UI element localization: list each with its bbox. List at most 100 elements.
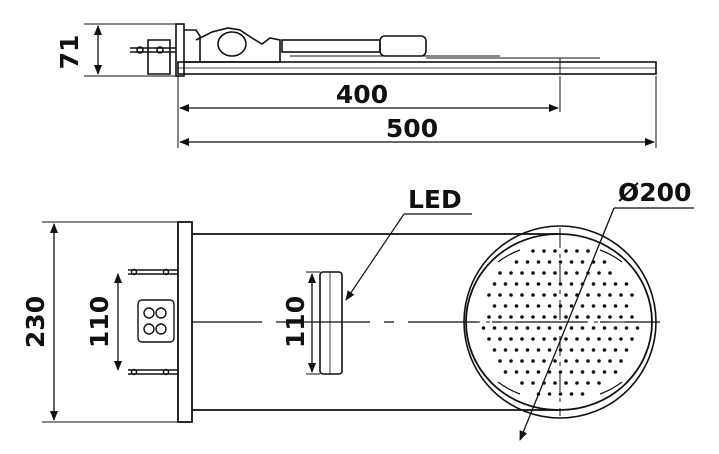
led-hole (498, 359, 502, 363)
led-hole (586, 293, 590, 297)
led-hole (569, 304, 574, 308)
led-hole (580, 304, 585, 308)
led-hole (569, 392, 574, 396)
led-hole (564, 293, 568, 297)
led-hole (553, 271, 557, 275)
led-hole (580, 392, 585, 396)
led-hole (520, 359, 524, 363)
led-hole (597, 359, 601, 363)
led-hole (613, 370, 618, 374)
top-view: 230 110 110 LED (21, 178, 694, 441)
lamp-head (460, 225, 660, 419)
led-hole (591, 282, 596, 286)
led-hole (591, 348, 596, 352)
led-hole (624, 326, 629, 330)
led-hole (525, 326, 530, 330)
led-hole (547, 282, 552, 286)
led-hole (608, 315, 612, 319)
led-hole (547, 392, 552, 396)
led-hole (575, 359, 579, 363)
led-hole (602, 370, 607, 374)
led-hole (525, 304, 530, 308)
led-hole (509, 359, 513, 363)
led-hole (564, 337, 568, 341)
led-hole (509, 315, 513, 319)
led-hole (531, 381, 535, 385)
led-hole (575, 337, 579, 341)
led-hole (630, 315, 634, 319)
side-view: 71 400 500 (55, 23, 657, 148)
led-hole (531, 249, 535, 253)
led-hole (597, 315, 601, 319)
led-hole (597, 293, 601, 297)
led-hole (553, 337, 557, 341)
led-hole (531, 359, 535, 363)
led-hole (613, 326, 618, 330)
led-hole (509, 293, 513, 297)
led-hole (586, 337, 590, 341)
led-hole (619, 359, 623, 363)
led-hole (542, 359, 546, 363)
led-hole (569, 348, 574, 352)
led-hole (630, 293, 634, 297)
led-hole (492, 282, 497, 286)
mounting-bracket (128, 268, 178, 376)
led-hole (564, 359, 568, 363)
dimension-label-71: 71 (55, 35, 84, 70)
led-hole (635, 326, 640, 330)
dimension-diameter-200: Ø200 (519, 178, 694, 441)
led-hole (536, 282, 541, 286)
led-hole (492, 326, 497, 330)
led-hole (619, 293, 623, 297)
led-hole (520, 315, 524, 319)
led-hole (586, 359, 590, 363)
led-hole (514, 304, 519, 308)
led-hole (487, 337, 491, 341)
led-hole (536, 348, 541, 352)
led-hole (613, 348, 618, 352)
led-hole (520, 381, 524, 385)
led-hole (547, 326, 552, 330)
led-hole (492, 304, 497, 308)
led-hole (520, 271, 524, 275)
dimension-width-230: 230 (21, 221, 178, 423)
led-hole (542, 271, 546, 275)
led-hole (586, 249, 590, 253)
led-hole (624, 304, 629, 308)
dimension-label-led-110: 110 (281, 296, 310, 348)
led-hole (591, 326, 596, 330)
led-hole (525, 370, 530, 374)
led-hole (498, 337, 502, 341)
led-hole (624, 348, 629, 352)
led-hole (547, 304, 552, 308)
led-hole (580, 260, 585, 264)
led-hole (514, 260, 519, 264)
led-hole (608, 271, 612, 275)
led-hole (553, 249, 557, 253)
led-hole (553, 381, 557, 385)
dimension-label-400: 400 (336, 80, 388, 109)
led-hole (569, 260, 574, 264)
led-hole (542, 249, 546, 253)
led-hole (613, 304, 618, 308)
led-hole (558, 260, 563, 264)
led-hole (580, 348, 585, 352)
led-hole (536, 304, 541, 308)
led-hole (547, 348, 552, 352)
led-hole (575, 271, 579, 275)
led-hole (608, 293, 612, 297)
led-hole (597, 381, 601, 385)
led-hole (597, 271, 601, 275)
led-hole (498, 293, 502, 297)
led-hole (602, 326, 607, 330)
led-hole (619, 337, 623, 341)
dimension-height-71: 71 (55, 23, 176, 77)
led-hole (514, 326, 519, 330)
led-module (319, 271, 343, 375)
led-hole (630, 337, 634, 341)
diameter-label: Ø200 (618, 178, 691, 207)
led-hole (564, 271, 568, 275)
led-hole (542, 337, 546, 341)
led-hole (536, 326, 541, 330)
led-hole (586, 381, 590, 385)
